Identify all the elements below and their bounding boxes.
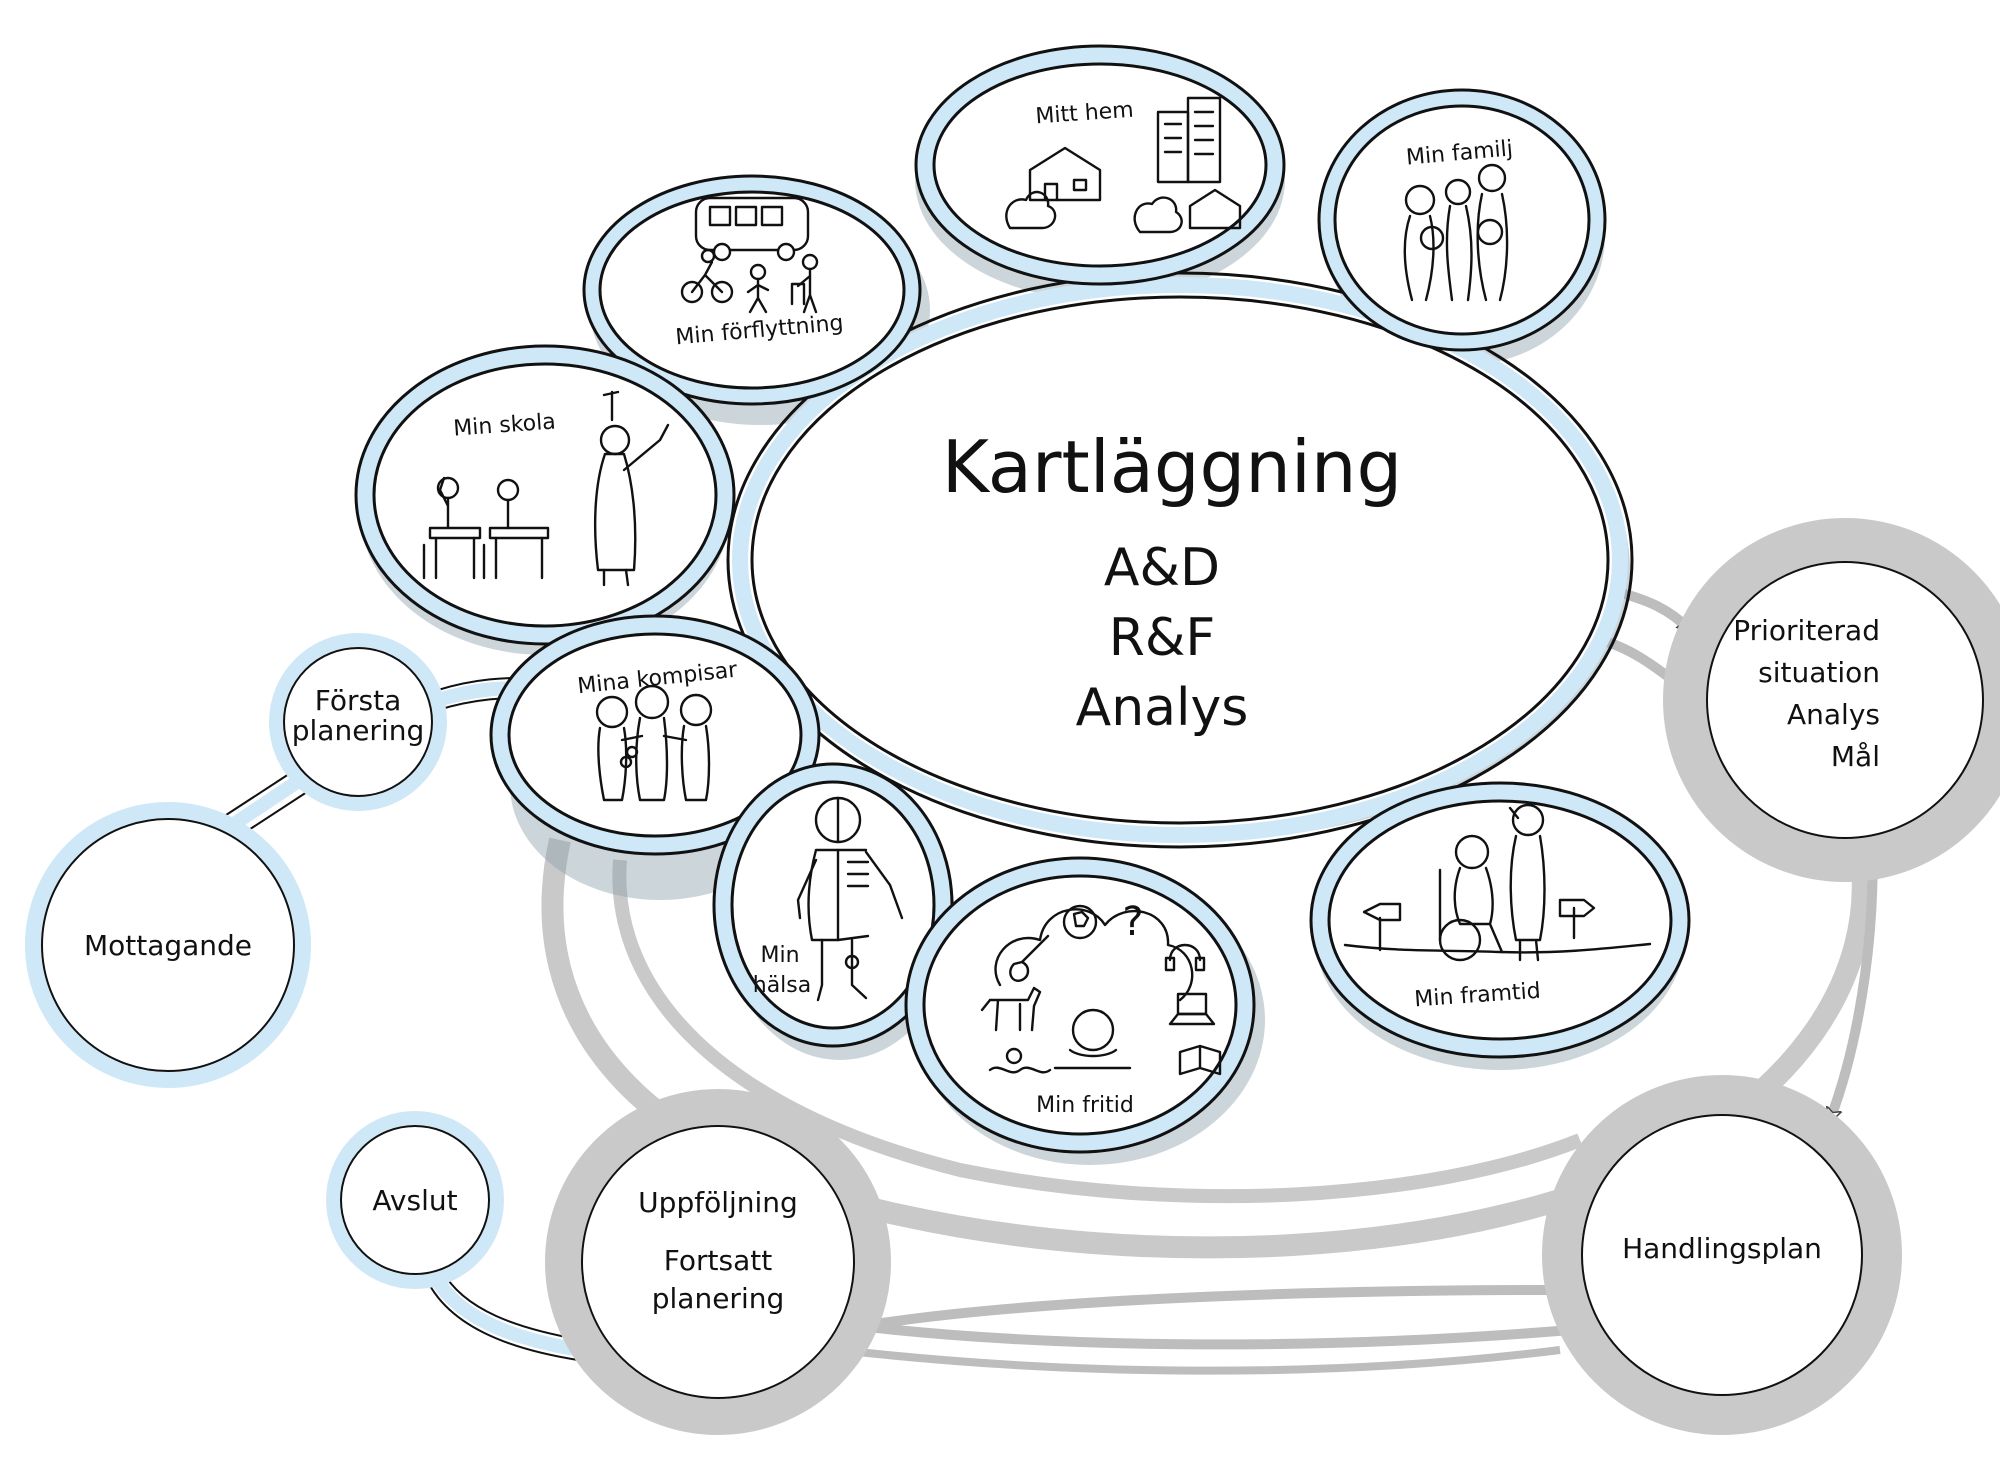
prioriterad-line-4: Mål xyxy=(1831,740,1880,773)
apartment-building-icon xyxy=(1156,96,1222,184)
laptop-icon xyxy=(1168,992,1216,1026)
swimmer-icon xyxy=(988,1047,1052,1074)
avslut-ring xyxy=(326,1111,504,1289)
book-icon xyxy=(1178,1044,1222,1076)
handlingsplan-label: Handlingsplan xyxy=(1622,1232,1822,1265)
thought-cloud xyxy=(994,908,1194,1002)
forsta-edge xyxy=(283,647,433,797)
avslut-label: Avslut xyxy=(372,1184,457,1217)
mottagande-label: Mottagande xyxy=(84,929,252,962)
houses-icon xyxy=(1028,146,1242,230)
bubble-skola: Min skola xyxy=(354,344,736,646)
arrow-uppfoljning-to-handlingsplan xyxy=(839,1290,1560,1335)
prioriterad-line-1: Prioriterad xyxy=(1733,614,1880,647)
uppfoljning-edge xyxy=(581,1125,855,1399)
node-forsta-planering: Första planering xyxy=(269,633,447,811)
football-icon xyxy=(1062,904,1098,940)
uppfoljning-ring xyxy=(545,1089,891,1435)
mottagande-ring xyxy=(25,802,311,1088)
question-mark-icon: ? xyxy=(1122,899,1143,945)
arrow-handlingsplan-to-uppfoljning xyxy=(850,1325,1571,1350)
guitar-icon xyxy=(1009,934,1050,982)
family-group-icon xyxy=(1403,163,1509,302)
uppfoljning-line-3: planering xyxy=(652,1282,785,1315)
student-desk-icon xyxy=(422,476,550,580)
forsta-ring xyxy=(269,633,447,811)
mottagande-edge xyxy=(41,818,295,1072)
halsa-line-1: Min xyxy=(760,943,799,968)
wheelchair-person-icon xyxy=(1438,834,1504,962)
bubble-framtid: Min framtid xyxy=(1309,781,1691,1059)
center-edge-inner xyxy=(750,295,1610,825)
prioriterad-line-3: Analys xyxy=(1787,698,1880,731)
fritid-label: Min fritid xyxy=(1036,1093,1134,1118)
node-handlingsplan: Handlingsplan xyxy=(1542,1075,1902,1435)
uppfoljning-line-2: Fortsatt xyxy=(664,1244,772,1277)
cycle-loop-inner xyxy=(612,859,1583,1204)
prioriterad-edge xyxy=(1706,561,1984,839)
center-title: Kartläggning xyxy=(942,425,1402,509)
center-line-3: Analys xyxy=(1076,678,1249,738)
signpost-icon xyxy=(1362,898,1596,952)
avslut-edge xyxy=(340,1125,490,1275)
ground-line xyxy=(1343,942,1652,954)
handlingsplan-ring xyxy=(1542,1075,1902,1435)
friends-hugging-icon xyxy=(595,684,713,802)
walker-icon xyxy=(790,253,819,314)
forsta-line-2: planering xyxy=(292,714,425,747)
horse-icon xyxy=(980,986,1042,1032)
teacher-icon xyxy=(593,390,670,587)
node-kartlaggning: Kartläggning A&D R&F Analys xyxy=(726,271,1634,849)
bubble-kompisar: Mina kompisar xyxy=(489,614,821,856)
walking-child-icon xyxy=(746,263,770,314)
prioriterad-line-2: situation xyxy=(1758,656,1880,689)
center-ring xyxy=(732,277,1628,843)
node-mottagande: Mottagande xyxy=(25,802,311,1088)
bubble-halsa: Min hälsa xyxy=(712,762,954,1048)
headphones-icon xyxy=(1164,943,1206,972)
uppfoljning-line-1: Uppföljning xyxy=(638,1186,798,1219)
bubble-fritid: ? Min fritid xyxy=(904,856,1256,1154)
half-skeleton-body-icon xyxy=(796,796,904,1002)
bus-icon xyxy=(694,196,810,262)
handlingsplan-edge xyxy=(1581,1114,1863,1396)
prioriterad-ring xyxy=(1663,518,2000,882)
bubble-forflyttning: Min förflyttning xyxy=(582,174,922,406)
node-avslut: Avslut xyxy=(326,1111,504,1289)
standing-person-icon xyxy=(1508,803,1546,962)
bicycle-icon xyxy=(680,248,734,304)
thinking-child-icon xyxy=(1053,1008,1132,1070)
bubble-hem: Mitt hem xyxy=(914,44,1286,286)
node-prioriterad: Prioriterad situation Analys Mål xyxy=(1663,518,2000,882)
center-line-2: R&F xyxy=(1109,608,1216,668)
arrow-handlingsplan-to-uppfoljning-2 xyxy=(839,1346,1561,1375)
node-uppfoljning: Uppföljning Fortsatt planering xyxy=(545,1089,891,1435)
trees-icon xyxy=(1005,190,1183,234)
center-line-1: A&D xyxy=(1104,538,1220,598)
forsta-line-1: Första xyxy=(315,684,401,717)
halsa-line-2: hälsa xyxy=(753,973,811,998)
bubble-familj: Min familj xyxy=(1317,88,1607,352)
